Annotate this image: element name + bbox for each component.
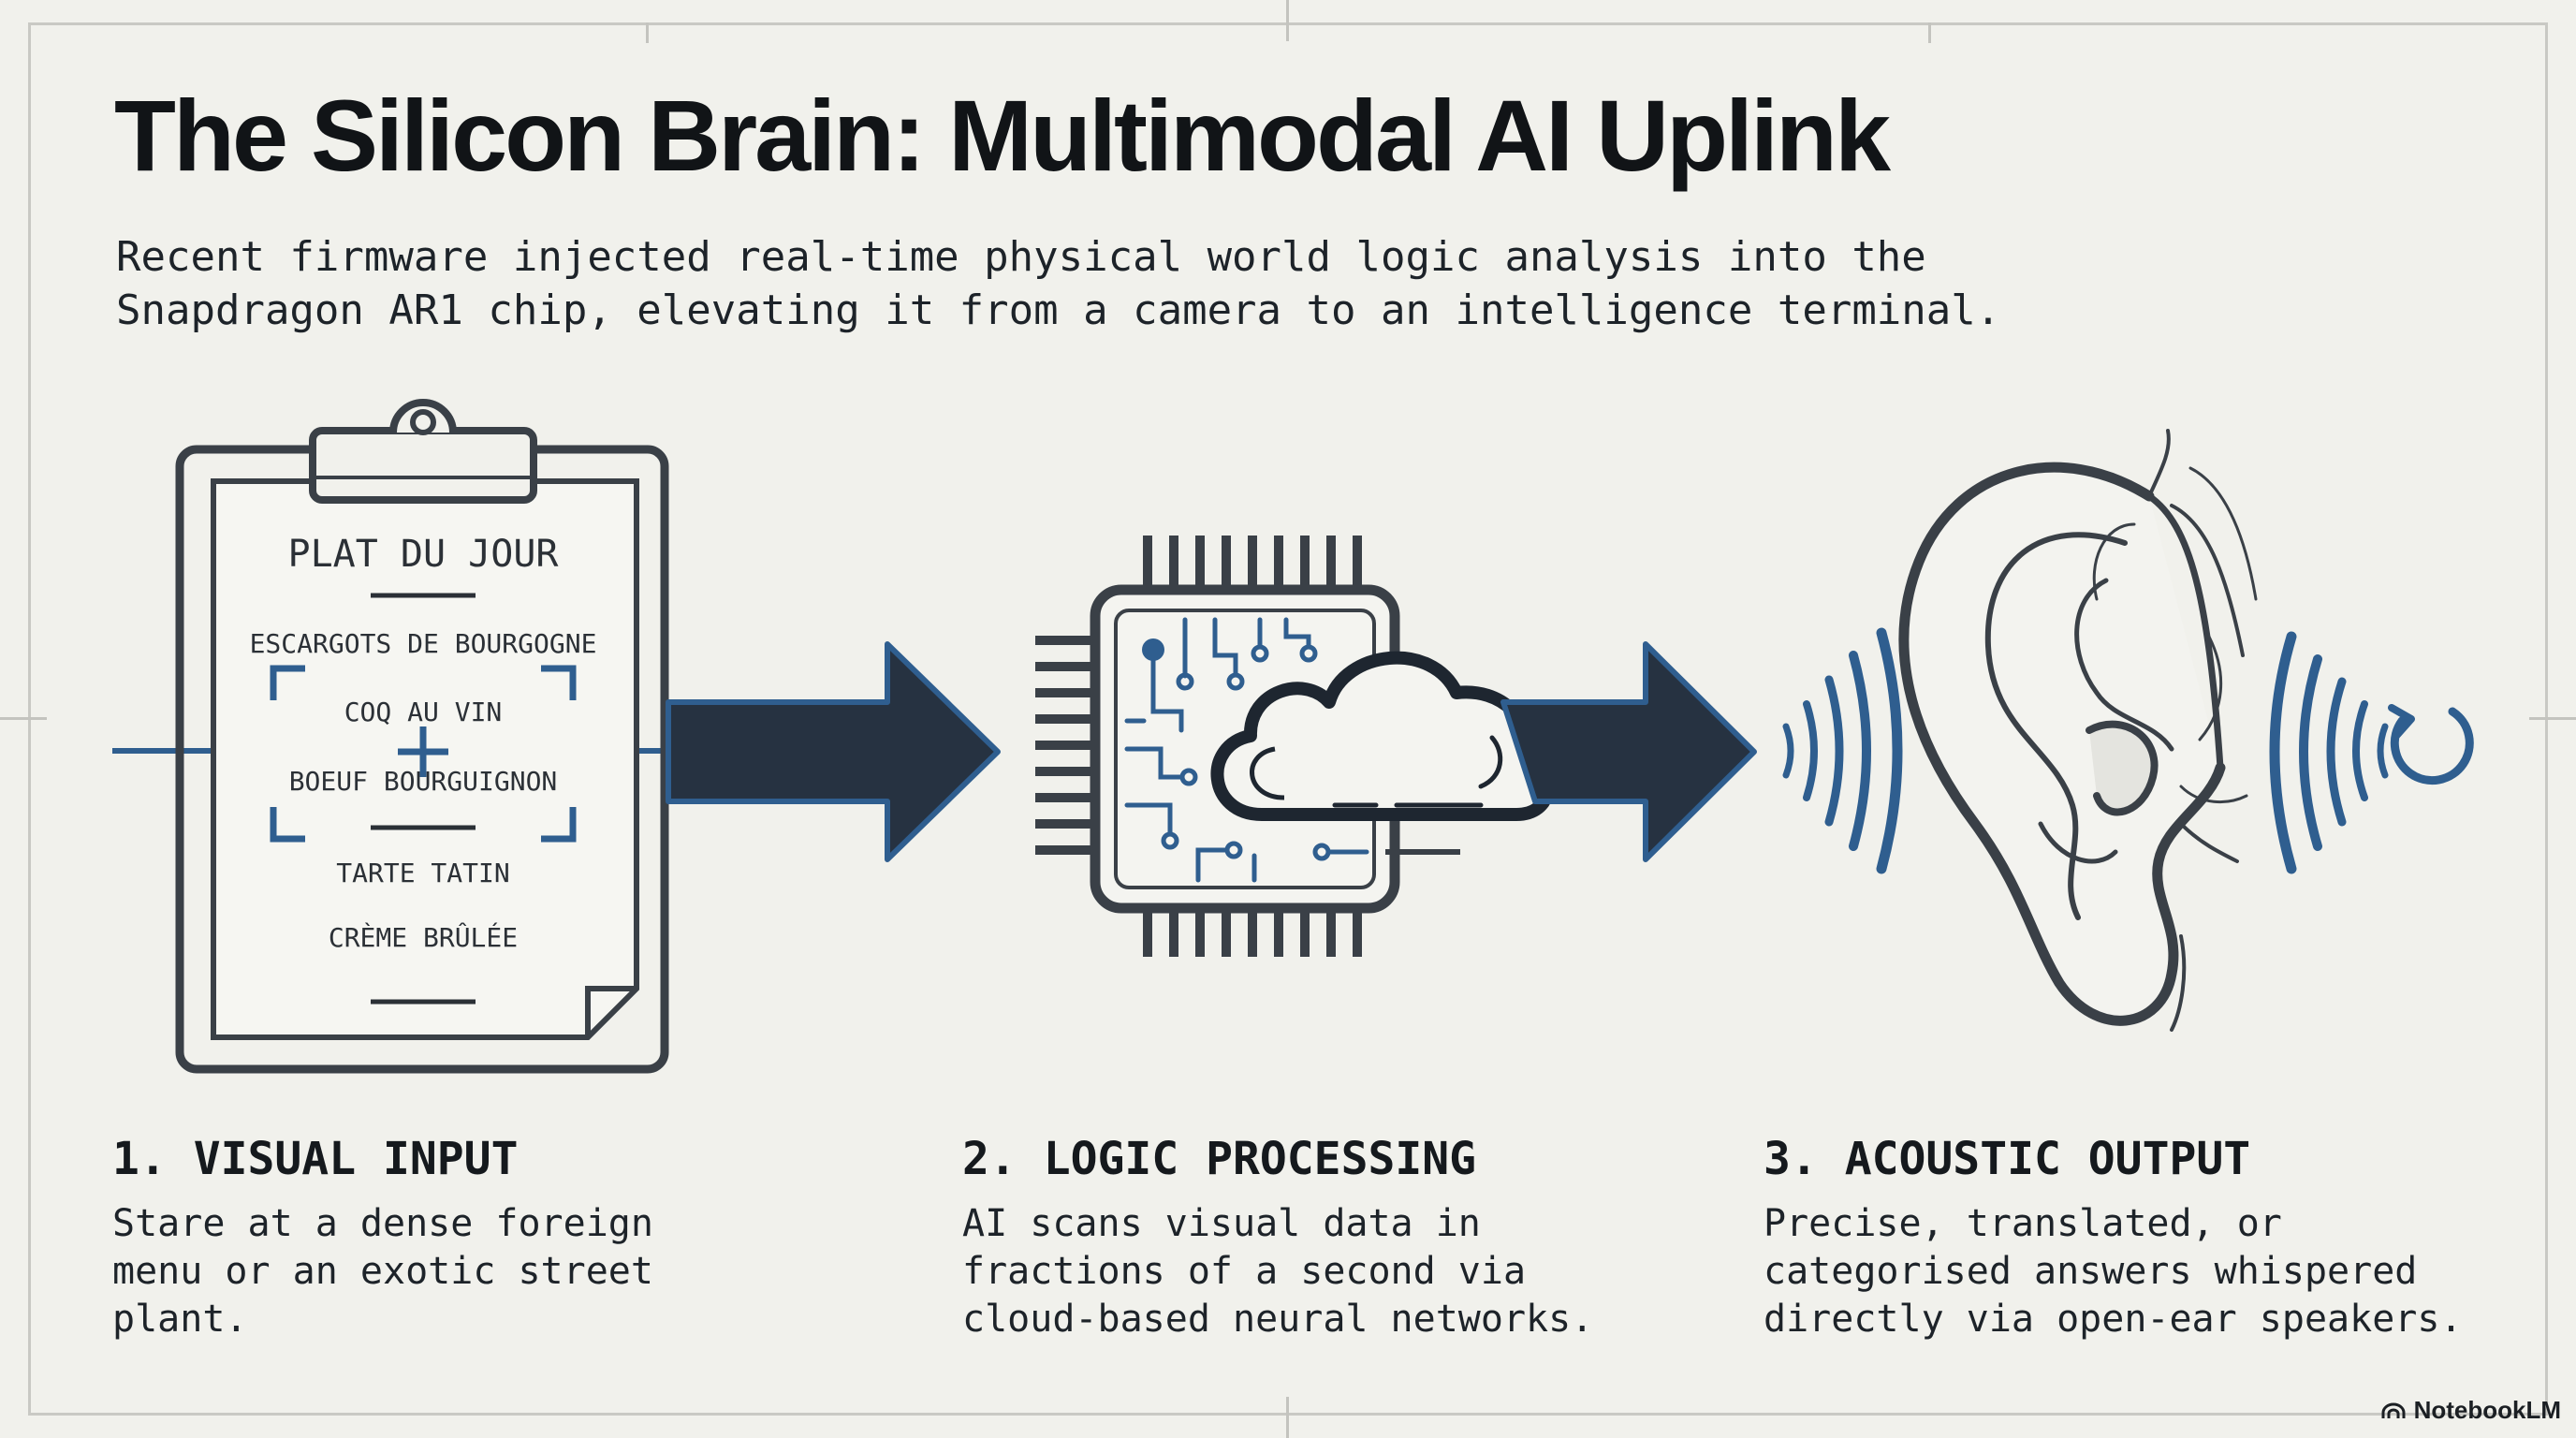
frame-tick: [0, 717, 47, 720]
frame-tick: [1286, 0, 1289, 41]
sound-wave-icon: [2269, 631, 2389, 874]
ear-icon: [1898, 429, 2258, 1032]
page-title: The Silicon Brain: Multimodal AI Uplink: [114, 79, 1891, 192]
frame-tick: [1928, 22, 1931, 43]
arrow-icon: [1500, 641, 1757, 862]
step-description: Precise, translated, or categorised answ…: [1764, 1202, 2463, 1341]
notebooklm-logo-icon: [2381, 1402, 2406, 1418]
step-description: AI scans visual data in fractions of a s…: [962, 1202, 1594, 1341]
step-description: Stare at a dense foreign menu or an exot…: [112, 1202, 653, 1341]
brand-label: NotebookLM: [2413, 1396, 2561, 1424]
menu-item: COQ AU VIN: [344, 697, 503, 727]
brand-watermark: NotebookLM: [2380, 1396, 2561, 1425]
step-heading: 3. ACOUSTIC OUTPUT: [1764, 1133, 2251, 1185]
arrow-icon: [666, 641, 1001, 862]
menu-heading: PLAT DU JOUR: [288, 533, 560, 576]
replay-icon: [2388, 704, 2474, 785]
page-subtitle: Recent firmware injected real-time physi…: [116, 233, 2001, 334]
step-heading: 1. VISUAL INPUT: [112, 1133, 519, 1185]
sound-wave-icon: [1782, 627, 1903, 874]
menu-item: CRÈME BRÛLÉE: [329, 921, 518, 953]
step-heading: 2. LOGIC PROCESSING: [962, 1133, 1477, 1185]
scan-crosshair-icon: [270, 665, 577, 843]
frame-tick: [646, 22, 649, 43]
menu-item: TARTE TATIN: [336, 858, 509, 888]
frame-tick: [2529, 717, 2576, 720]
menu-item: ESCARGOTS DE BOURGOGNE: [250, 628, 597, 659]
frame-tick: [1286, 1397, 1289, 1438]
